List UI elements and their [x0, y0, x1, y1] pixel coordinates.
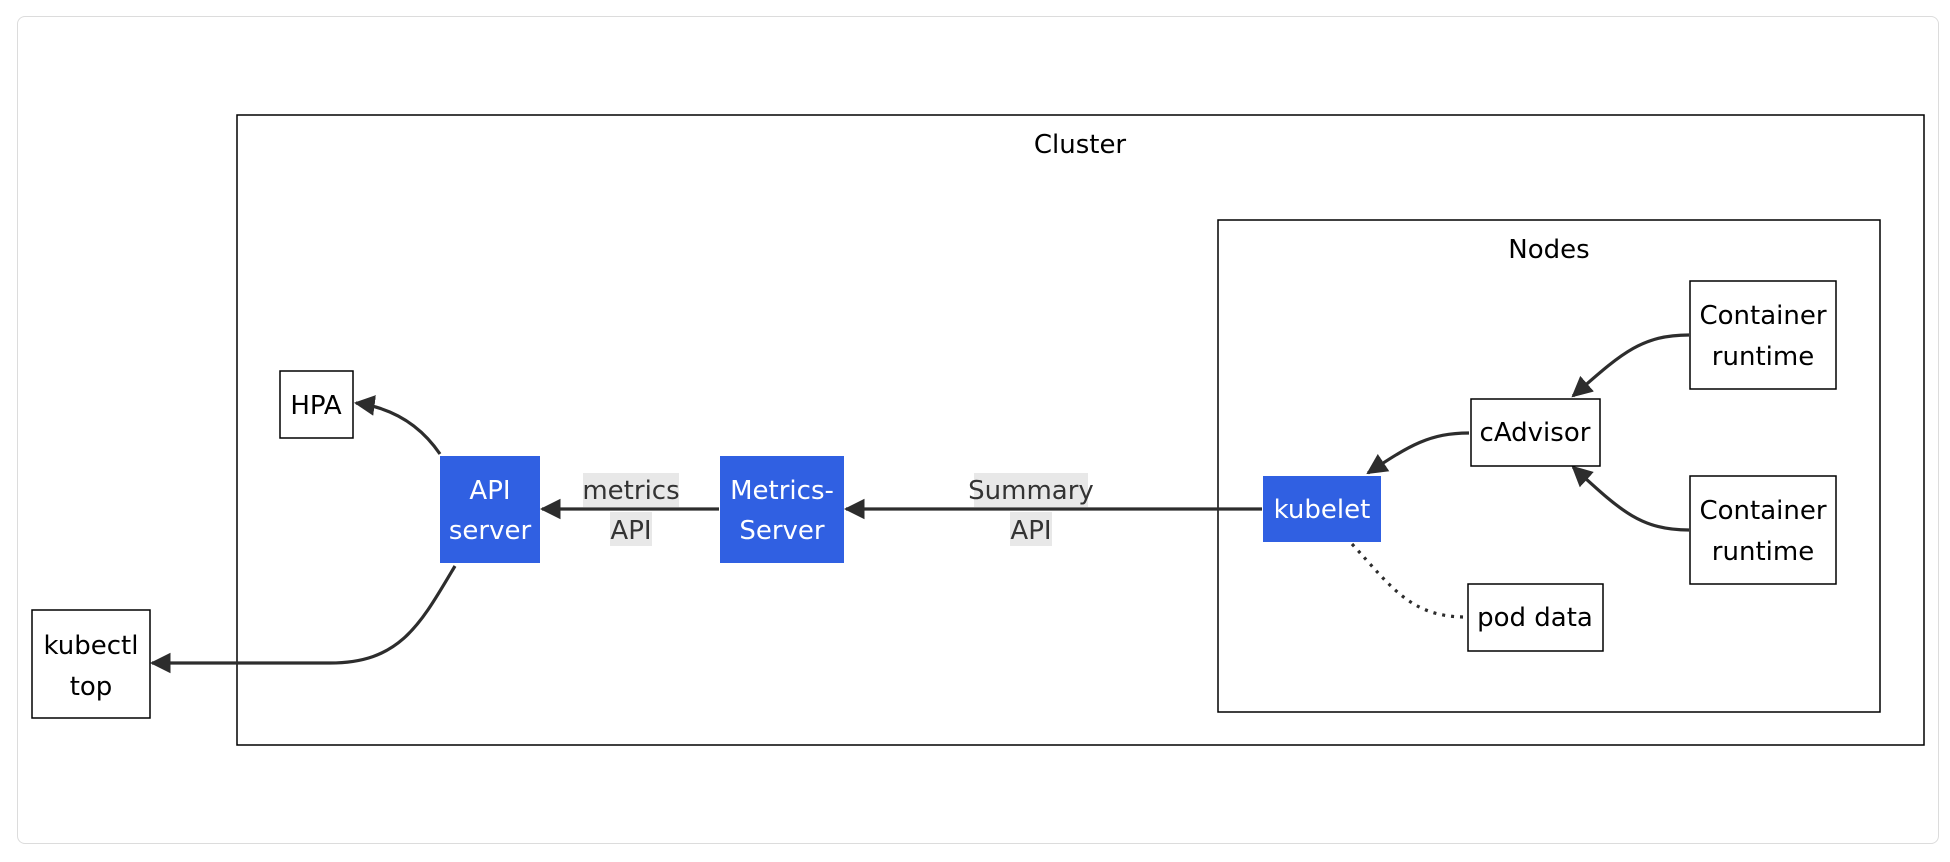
kubelet-node[interactable]: kubelet — [1263, 476, 1381, 542]
container-runtime-node-1[interactable]: Container runtime — [1689, 280, 1837, 390]
pod-data-node[interactable]: pod data — [1467, 583, 1604, 652]
edge-kubelet-to-poddata — [1350, 542, 1466, 619]
api-server-node[interactable]: API server — [440, 456, 540, 563]
svg-text:HPA: HPA — [290, 391, 342, 421]
hpa-node[interactable]: HPA — [279, 370, 354, 439]
svg-text:kubectl: kubectl — [44, 631, 139, 661]
container-runtime-node-2[interactable]: Container runtime — [1689, 475, 1837, 585]
edge-api-to-hpa — [353, 395, 442, 455]
svg-text:kubelet: kubelet — [1274, 495, 1371, 525]
svg-text:API: API — [469, 476, 510, 506]
svg-text:API: API — [610, 516, 651, 546]
edge-label-summary-api: Summary API — [968, 473, 1094, 546]
kubectl-top-node[interactable]: kubectl top — [31, 609, 151, 719]
svg-text:server: server — [449, 516, 532, 546]
svg-text:top: top — [70, 672, 113, 702]
edge-api-to-kubectl — [149, 565, 457, 674]
svg-text:metrics: metrics — [582, 476, 679, 506]
svg-text:Container: Container — [1699, 301, 1826, 331]
svg-text:pod data: pod data — [1477, 603, 1593, 633]
svg-text:runtime: runtime — [1712, 342, 1814, 372]
svg-text:Metrics-: Metrics- — [730, 476, 834, 506]
nodes-label: Nodes — [1508, 235, 1589, 265]
svg-text:Container: Container — [1699, 496, 1826, 526]
edge-label-metrics-api: metrics API — [582, 473, 680, 546]
cluster-label: Cluster — [1034, 130, 1127, 160]
cadvisor-node[interactable]: cAdvisor — [1470, 398, 1601, 467]
edge-runtime1-to-cadvisor — [1571, 333, 1690, 398]
svg-text:Server: Server — [739, 516, 825, 546]
svg-text:runtime: runtime — [1712, 537, 1814, 567]
svg-text:cAdvisor: cAdvisor — [1480, 418, 1591, 448]
metrics-server-node[interactable]: Metrics- Server — [720, 456, 844, 563]
edge-cadvisor-to-kubelet — [1366, 431, 1470, 475]
edge-runtime2-to-cadvisor — [1571, 465, 1690, 532]
svg-text:API: API — [1010, 516, 1051, 546]
svg-text:Summary: Summary — [968, 476, 1094, 506]
